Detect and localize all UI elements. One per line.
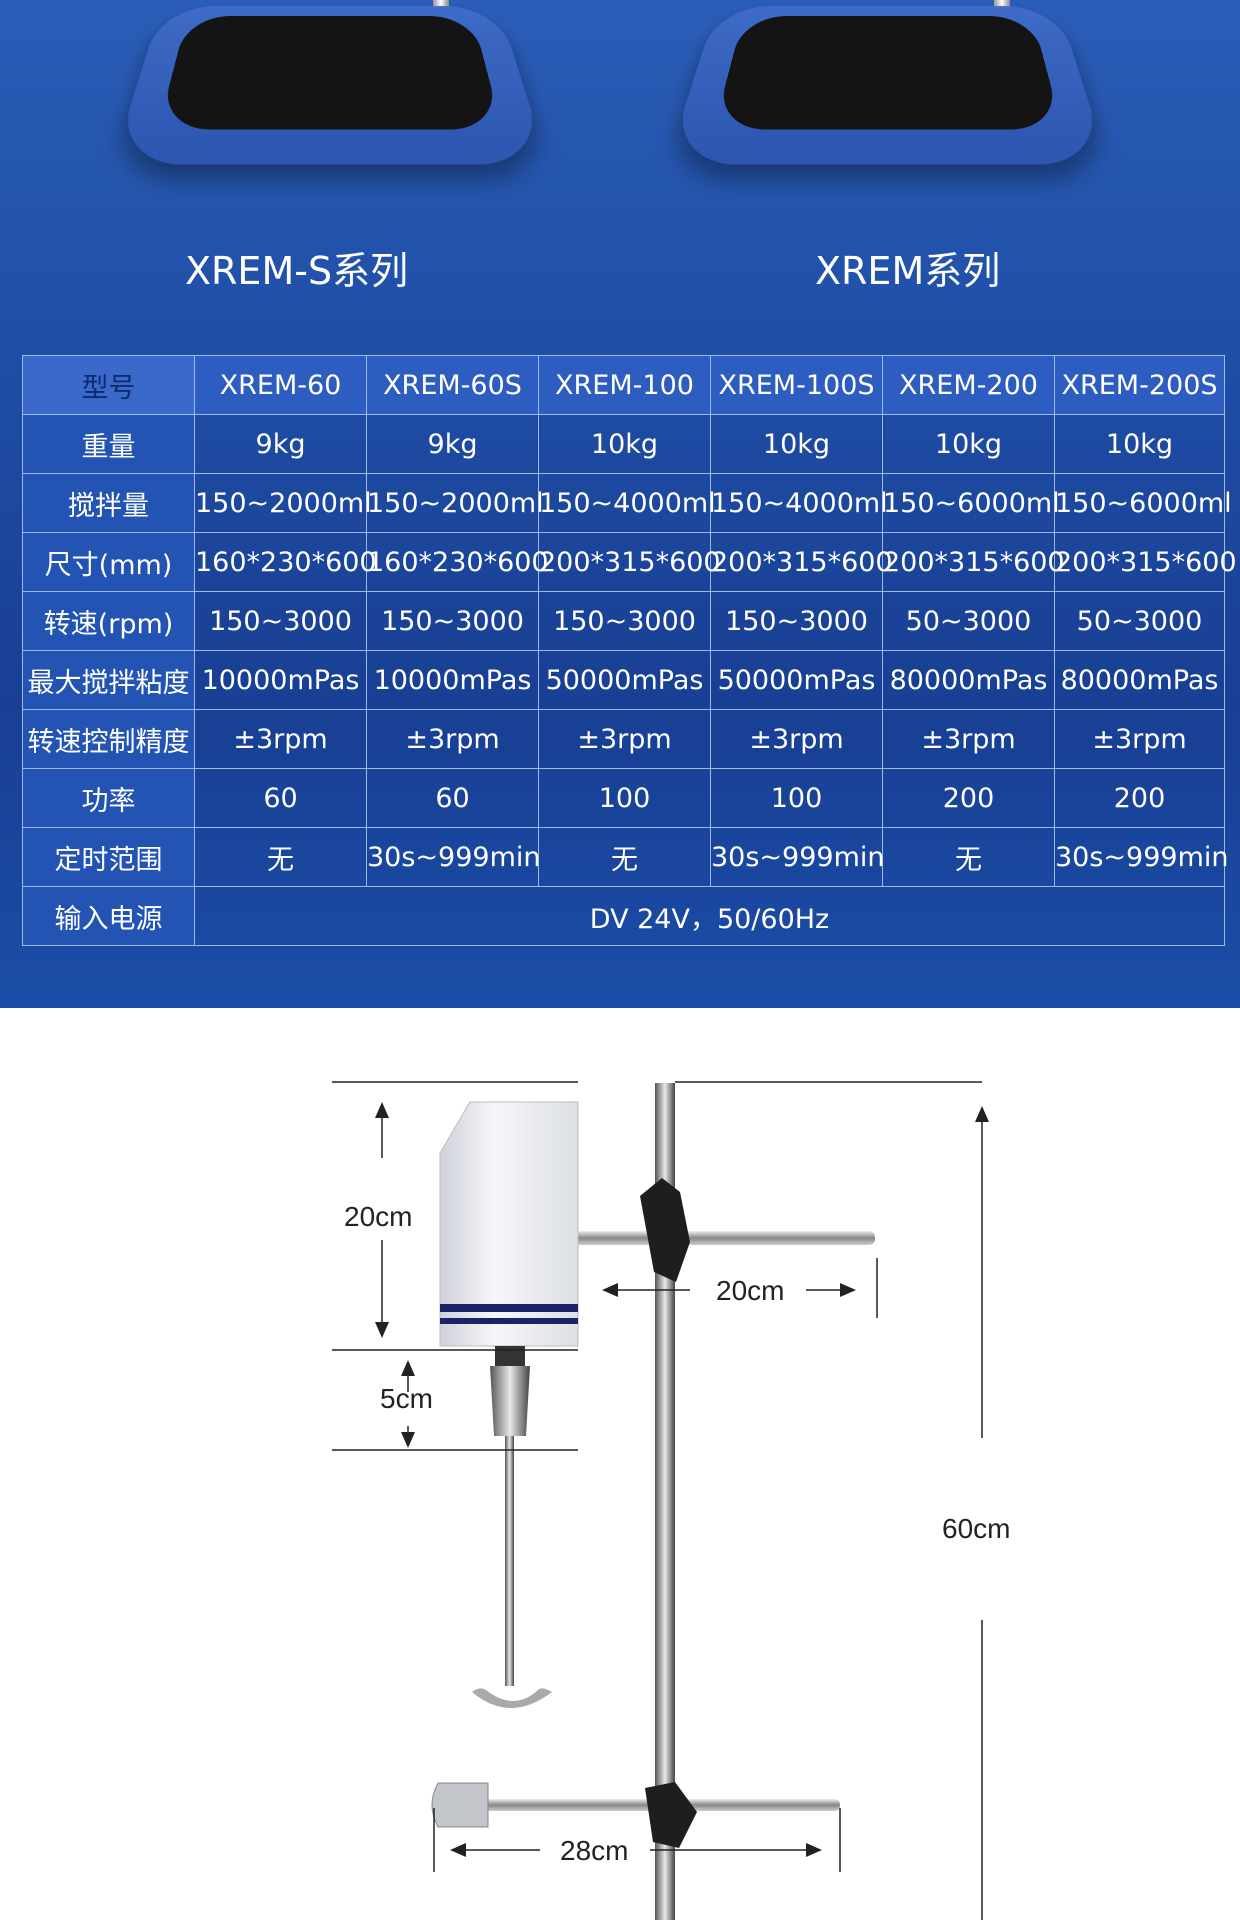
model-header: XREM-200	[882, 355, 1055, 415]
model-header: XREM-100	[538, 355, 711, 415]
spec-cell: 200*315*600	[882, 532, 1065, 592]
chuck	[495, 1346, 525, 1366]
row-label: 搅拌量	[22, 473, 195, 533]
power-value: DV 24V，50/60Hz	[194, 886, 1225, 946]
spec-cell: 150~3000	[538, 591, 711, 651]
dim-clamp-length: 28cm	[560, 1835, 628, 1866]
stirrer-drawing: 20cm 5cm 20cm 60cm 28cm	[332, 1081, 1010, 1920]
spec-cell: 无	[882, 827, 1055, 887]
spec-cell: 无	[194, 827, 367, 887]
spec-cell: 30s~999min	[366, 827, 541, 887]
spec-cell: 80000mPas	[882, 650, 1055, 710]
model-header: XREM-60S	[366, 355, 539, 415]
stand-rod	[655, 1083, 675, 1920]
row-label: 型号	[22, 355, 195, 415]
spec-cell: 200	[882, 768, 1055, 828]
spec-cell: 10000mPas	[194, 650, 367, 710]
model-header: XREM-100S	[710, 355, 883, 415]
spec-cell: 150~3000	[366, 591, 539, 651]
spec-cell: 100	[538, 768, 711, 828]
row-label: 功率	[22, 768, 195, 828]
spec-cell: ±3rpm	[366, 709, 539, 769]
spec-cell: ±3rpm	[1054, 709, 1225, 769]
base-plate-image	[111, 0, 549, 170]
spec-cell: 60	[366, 768, 539, 828]
spec-cell: 200*315*600	[538, 532, 721, 592]
spec-cell: 30s~999min	[710, 827, 885, 887]
spec-cell: 50000mPas	[538, 650, 711, 710]
base-plate-image	[666, 0, 1109, 170]
row-label: 尺寸(mm)	[22, 532, 195, 592]
dim-arm-length: 20cm	[716, 1275, 784, 1306]
spec-cell: 200	[1054, 768, 1225, 828]
row-label: 定时范围	[22, 827, 195, 887]
spec-cell: 150~4000ml	[710, 473, 888, 533]
spec-cell: 50~3000	[882, 591, 1055, 651]
spec-cell: 150~6000ml	[882, 473, 1060, 533]
impeller	[472, 1688, 552, 1708]
row-label: 转速控制精度	[22, 709, 195, 769]
spec-cell: 10kg	[1054, 414, 1225, 474]
spec-cell: 80000mPas	[1054, 650, 1225, 710]
spec-cell: 9kg	[366, 414, 539, 474]
spec-cell: 150~6000ml	[1054, 473, 1232, 533]
spec-cell: 10kg	[882, 414, 1055, 474]
spec-cell: 50000mPas	[710, 650, 883, 710]
row-label: 重量	[22, 414, 195, 474]
dim-chuck-gap: 5cm	[380, 1383, 433, 1414]
clamp-knob	[640, 1178, 690, 1282]
spec-cell: 160*230*600	[366, 532, 549, 592]
spec-cell: 200*315*600	[1054, 532, 1237, 592]
row-label: 转速(rpm)	[22, 591, 195, 651]
spec-cell: 150~3000	[194, 591, 367, 651]
spec-cell: 50~3000	[1054, 591, 1225, 651]
stirring-shaft	[505, 1436, 514, 1686]
spec-cell: 100	[710, 768, 883, 828]
spec-cell: 150~2000ml	[366, 473, 544, 533]
spec-cell: 10kg	[710, 414, 883, 474]
spec-cell: 无	[538, 827, 711, 887]
spec-cell: 160*230*600	[194, 532, 377, 592]
spec-cell: ±3rpm	[882, 709, 1055, 769]
spec-cell: ±3rpm	[194, 709, 367, 769]
model-header: XREM-200S	[1054, 355, 1225, 415]
spec-cell: 10000mPas	[366, 650, 539, 710]
dim-head-height: 20cm	[344, 1201, 412, 1232]
spec-cell: ±3rpm	[710, 709, 883, 769]
spec-cell: 200*315*600	[710, 532, 893, 592]
spec-cell: 30s~999min	[1054, 827, 1229, 887]
spec-cell: ±3rpm	[538, 709, 711, 769]
model-header: XREM-60	[194, 355, 367, 415]
spec-cell: 150~4000ml	[538, 473, 716, 533]
dim-total-height: 60cm	[942, 1513, 1010, 1544]
lower-clamp-arm	[450, 1799, 840, 1811]
clamp-knob	[645, 1782, 697, 1848]
dimension-diagram: 20cm 5cm 20cm 60cm 28cm	[0, 1008, 1240, 1920]
spec-cell: 150~2000ml	[194, 473, 372, 533]
series-title-s: XREM-S系列	[185, 249, 409, 293]
row-label: 输入电源	[22, 886, 195, 946]
series-title: XREM系列	[815, 249, 1001, 293]
support-arm	[575, 1231, 875, 1245]
spec-row: 转速控制精度±3rpm±3rpm±3rpm±3rpm±3rpm±3rpm	[22, 709, 1225, 769]
spec-cell: 150~3000	[710, 591, 883, 651]
spec-cell: 10kg	[538, 414, 711, 474]
flask-clamp	[431, 1782, 489, 1828]
row-label: 最大搅拌粘度	[22, 650, 195, 710]
spec-cell: 60	[194, 768, 367, 828]
spec-cell: 9kg	[194, 414, 367, 474]
